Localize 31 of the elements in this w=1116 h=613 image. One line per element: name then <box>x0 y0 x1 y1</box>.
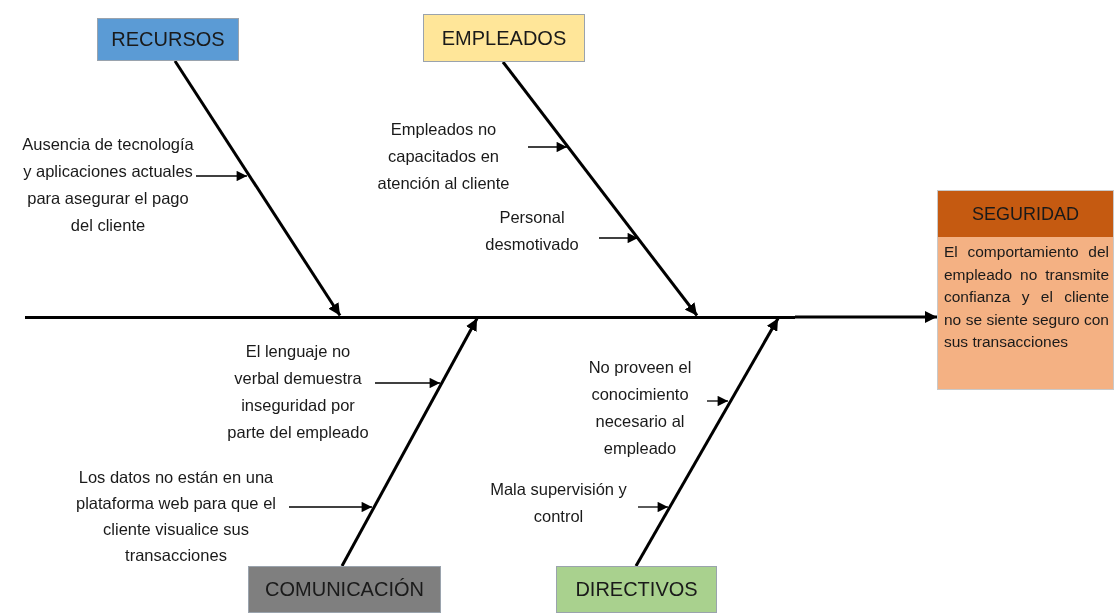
category-box <box>556 566 717 613</box>
cause-text: No proveen el conocimiento necesario al empleado <box>587 357 693 459</box>
arrow <box>527 141 568 153</box>
arrow <box>598 232 639 244</box>
effect-description: El comportamiento del empleado no transmite confianza y el cliente no se siente seguro con sus transacciones <box>938 237 1113 389</box>
cause-text: El lenguaje no verbal demuestra inseguridad por parte del empleado <box>226 341 370 443</box>
cause-text: Personal desmotivado <box>484 207 580 255</box>
category-box <box>423 14 585 62</box>
bone-arrow <box>173 60 342 317</box>
category-label: RECURSOS <box>111 28 225 51</box>
category-label: COMUNICACIÓN <box>265 578 424 601</box>
cause-text: Los datos no están en una plataforma web para que el cliente visualice sus transacciones <box>75 467 277 566</box>
bone-arrow <box>795 311 937 323</box>
category-box <box>248 566 441 613</box>
spine-line <box>25 315 795 319</box>
bone-arrow <box>634 317 780 567</box>
effect-box <box>937 190 1114 390</box>
cause-text: Mala supervisión y control <box>489 479 628 527</box>
arrow <box>195 170 248 182</box>
cause-text: Empleados no capacitados en atención al cliente <box>376 119 511 194</box>
cause-text: Ausencia de tecnología y aplicaciones actuales para asegurar el pago del cliente <box>22 134 194 236</box>
arrow <box>706 395 729 407</box>
arrow <box>288 501 373 513</box>
arrow <box>637 501 669 513</box>
category-label: DIRECTIVOS <box>575 578 698 601</box>
category-label: EMPLEADOS <box>441 26 567 50</box>
bone-arrow <box>340 317 479 567</box>
effect-heading: SEGURIDAD <box>938 191 1113 237</box>
category-box <box>97 18 239 61</box>
arrow <box>374 377 441 389</box>
bone-arrow <box>501 61 699 317</box>
